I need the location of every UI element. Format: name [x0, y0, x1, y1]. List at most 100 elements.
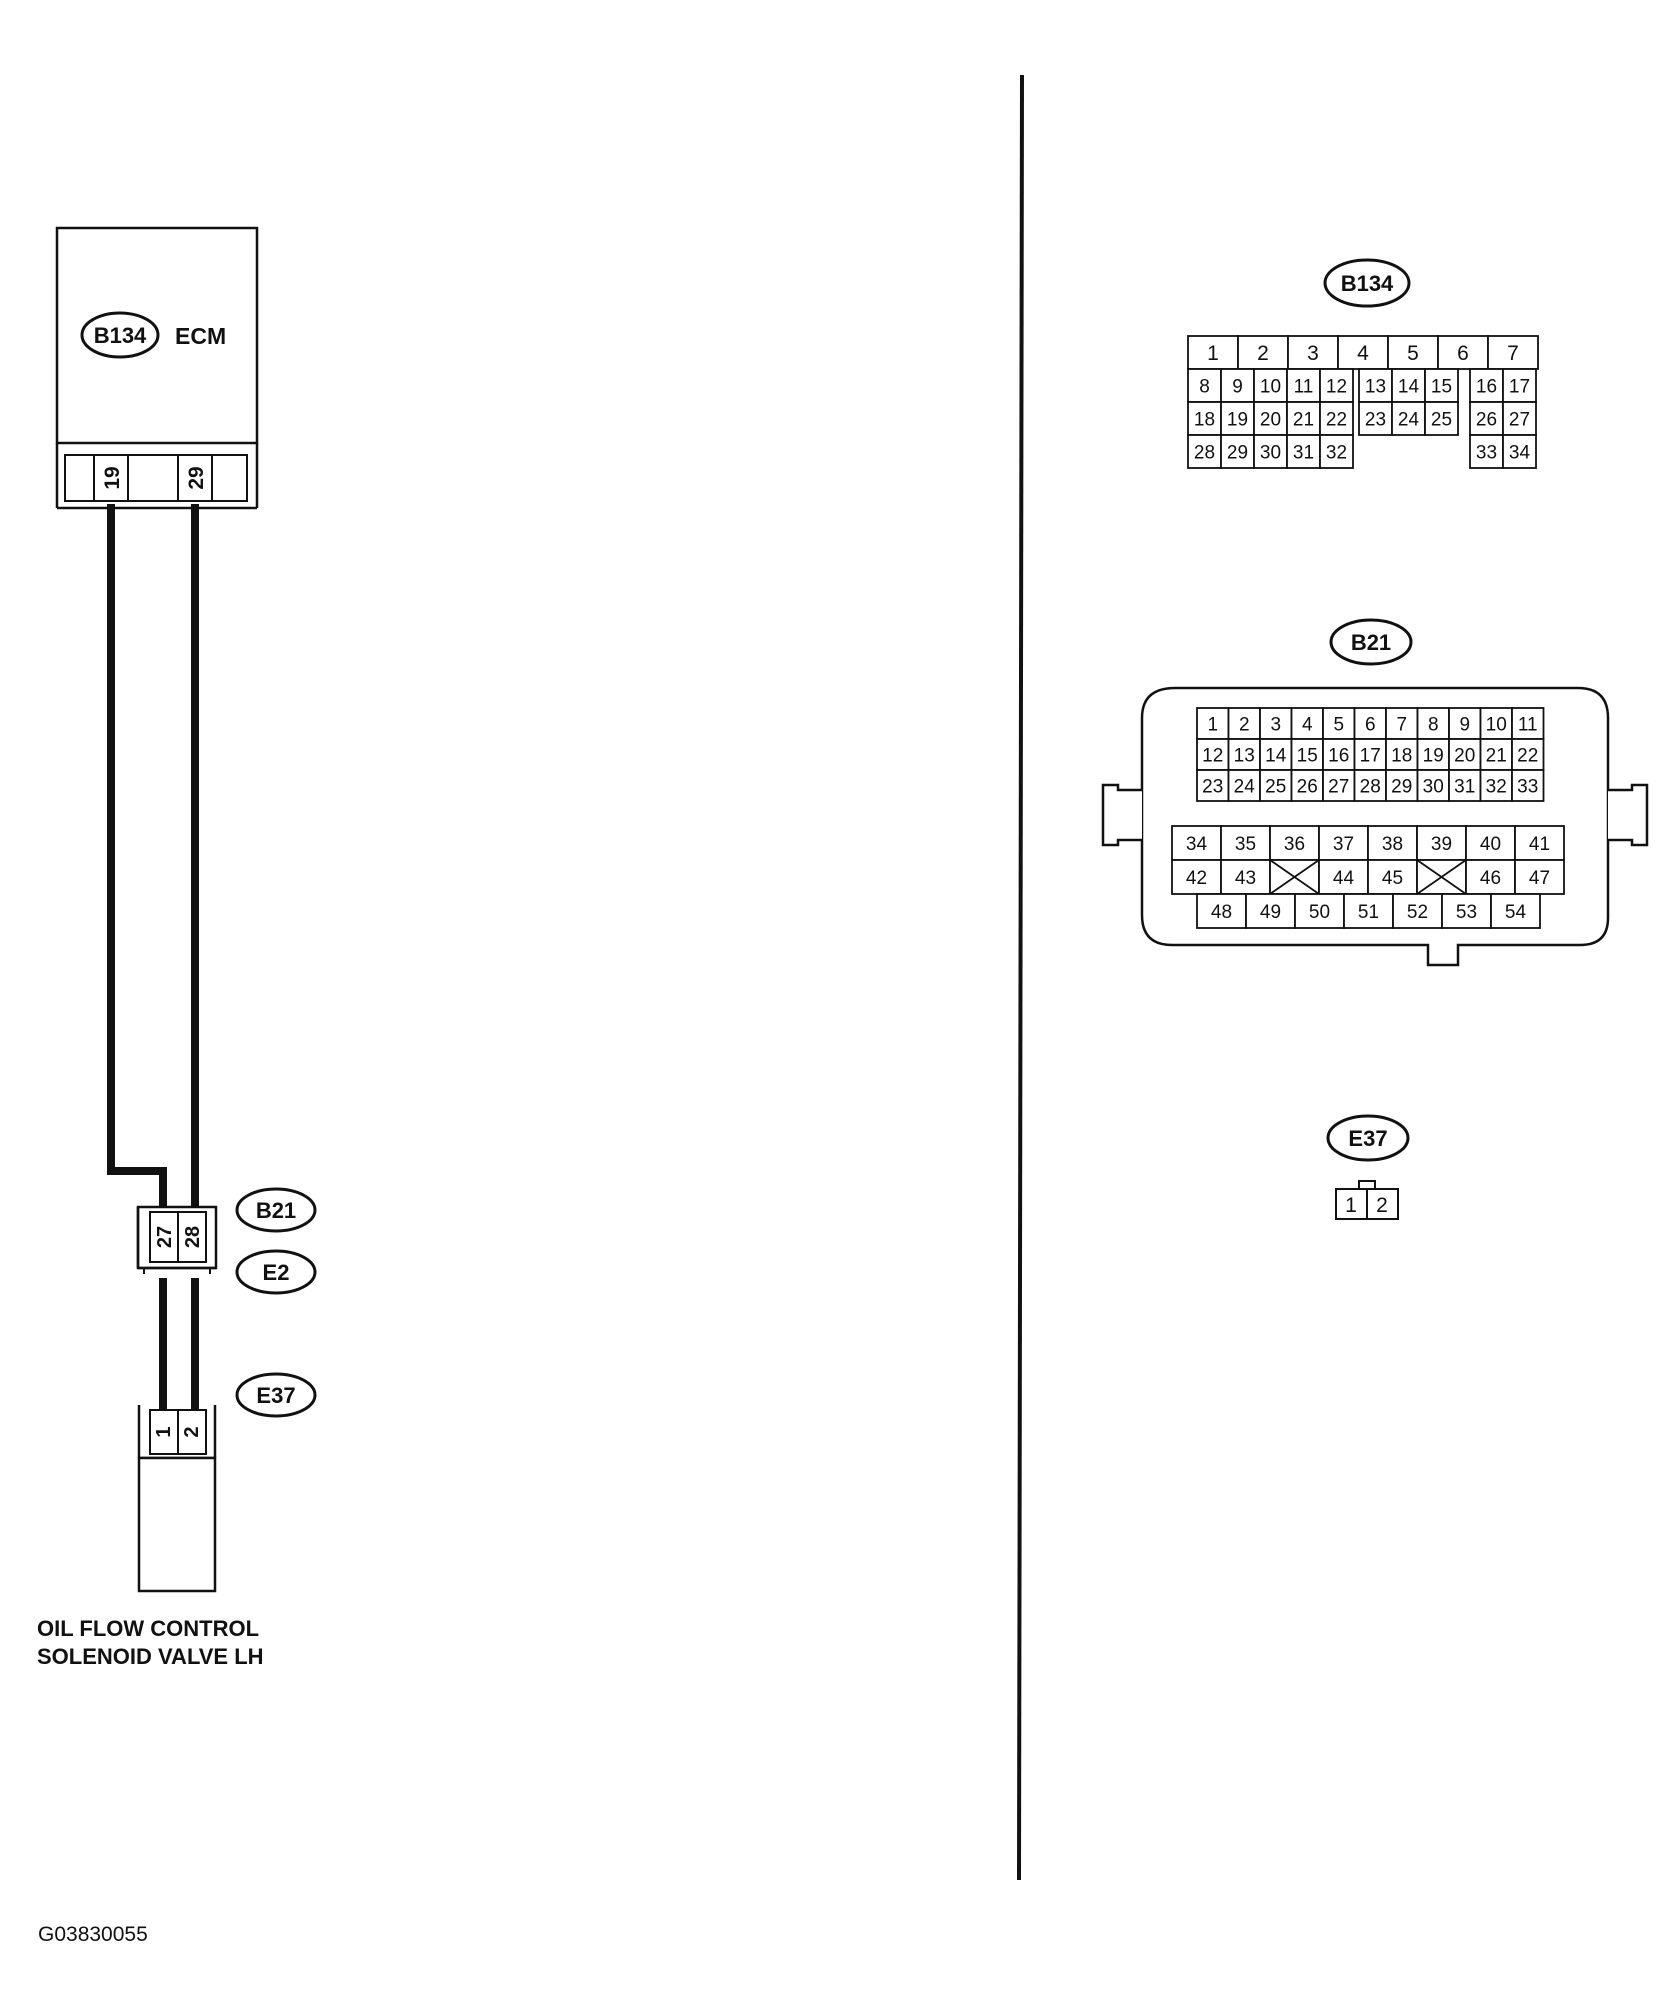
b21-pin-6-cell	[1353, 707, 1387, 740]
b134-pin-23: 23	[1365, 409, 1386, 430]
b21-pin-3-cell	[1259, 707, 1293, 740]
b21-pin-16: 16	[1328, 745, 1349, 766]
b21-pin-23: 23	[1202, 776, 1223, 797]
ecm-connector-tag: B134	[94, 323, 147, 348]
b21-pin-39: 39	[1431, 834, 1452, 855]
e37-pin-1: 1	[1345, 1194, 1357, 1217]
b134-pin-7: 7	[1507, 342, 1519, 365]
solenoid-label-line2: SOLENOID VALVE LH	[37, 1644, 264, 1669]
e37-pin-2: 2	[1376, 1194, 1388, 1217]
b21-pin-30-cell	[1416, 769, 1450, 802]
b21-pin-10: 10	[1486, 714, 1507, 735]
b21-pin-54: 54	[1505, 902, 1527, 923]
b134-pin-5-cell	[1387, 335, 1439, 370]
b21-pin-4: 4	[1302, 714, 1313, 735]
b134-pin-18: 18	[1194, 409, 1215, 430]
b21-pin-22: 22	[1517, 745, 1538, 766]
b21-pin-53: 53	[1456, 902, 1477, 923]
b21-pin-12-cell	[1196, 738, 1230, 771]
junction-tag-b21-oval	[235, 1187, 317, 1233]
b21-pin-27: 27	[1328, 776, 1349, 797]
solenoid-tag-oval	[235, 1372, 317, 1418]
b21-pin-51: 51	[1358, 902, 1379, 923]
b21-pin-3: 3	[1270, 714, 1281, 735]
b21-pin-49: 49	[1260, 902, 1281, 923]
junction-pin-28: 28	[182, 1226, 204, 1248]
b21-pin-26: 26	[1297, 776, 1318, 797]
b21-pin-7-cell	[1385, 707, 1419, 740]
b134-pin-29-cell	[1220, 434, 1255, 469]
b134-pin-11: 11	[1294, 376, 1314, 397]
b134-pin-7-cell	[1487, 335, 1539, 370]
b21-pin-7: 7	[1396, 714, 1407, 735]
b134-pin-29: 29	[1227, 442, 1248, 463]
solenoid-body	[137, 1456, 217, 1593]
b134-pin-5: 5	[1407, 342, 1419, 365]
b21-pin-41-cell	[1514, 825, 1565, 861]
b21-pin-40: 40	[1480, 834, 1501, 855]
b21-pin-27-cell	[1322, 769, 1356, 802]
b21-pin-20: 20	[1454, 745, 1475, 766]
b134-pin-30: 30	[1260, 442, 1281, 463]
panel-divider	[1017, 74, 1024, 1881]
solenoid-pin-1: 1	[153, 1426, 175, 1437]
b21-pin-19: 19	[1423, 745, 1444, 766]
b21-pin-47: 47	[1529, 868, 1550, 889]
b21-pin-51-cell	[1343, 893, 1394, 929]
b21-pin-5-cell	[1322, 707, 1356, 740]
b21-pin-18: 18	[1391, 745, 1412, 766]
solenoid-valve: 1 2 E37 OIL FLOW CONTROL SOLENOID VALVE …	[37, 1372, 317, 1669]
b134-tag-oval	[1323, 258, 1411, 308]
b21-unused-pin-unused-mark	[1269, 859, 1320, 895]
b21-pin-29-cell	[1385, 769, 1419, 802]
b134-pin-21: 21	[1293, 409, 1314, 430]
ecm-pin-29: 29	[185, 466, 208, 489]
b134-pin-23-cell	[1358, 401, 1393, 436]
b134-pin-32: 32	[1326, 442, 1347, 463]
b21-pin-14-cell	[1259, 738, 1293, 771]
solenoid-label-line1: OIL FLOW CONTROL	[37, 1616, 259, 1641]
b134-pin-10: 10	[1260, 376, 1281, 397]
ecm-name: ECM	[175, 323, 226, 349]
b134-pin-31: 31	[1293, 442, 1314, 463]
b21-pin-42-cell	[1171, 859, 1222, 895]
b134-pin-27: 27	[1509, 409, 1530, 430]
junction-tag-e2: E2	[263, 1260, 290, 1285]
b21-pin-36: 36	[1284, 834, 1305, 855]
b134-pin-2: 2	[1257, 342, 1269, 365]
e37-connector-view: E37 1 2	[1326, 1114, 1410, 1220]
b21-pin-30: 30	[1423, 776, 1444, 797]
b21-pin-37: 37	[1333, 834, 1354, 855]
b21-pin-44: 44	[1333, 868, 1355, 889]
b21-pin-12: 12	[1202, 745, 1223, 766]
b21-pin-31-cell	[1448, 769, 1482, 802]
b21-pin-50: 50	[1309, 902, 1330, 923]
b134-pin-34-cell	[1502, 434, 1537, 469]
b21-pin-8: 8	[1428, 714, 1439, 735]
b134-pin-12: 12	[1326, 376, 1347, 397]
b21-pin-41: 41	[1529, 834, 1550, 855]
e37-tag-oval	[1326, 1114, 1410, 1162]
b21-pin-38: 38	[1382, 834, 1403, 855]
b134-pin-30-cell	[1253, 434, 1288, 469]
ecm-connector-tag-oval	[80, 311, 160, 359]
b21-pin-46: 46	[1480, 868, 1501, 889]
b21-pin-54-cell	[1490, 893, 1541, 929]
b21-pin-25: 25	[1265, 776, 1286, 797]
b134-pin-9: 9	[1232, 376, 1243, 397]
b134-pin-21-cell	[1286, 401, 1321, 436]
b134-pin-13: 13	[1365, 376, 1386, 397]
b21-pin-42: 42	[1186, 868, 1207, 889]
solenoid-pin-2: 2	[181, 1426, 203, 1437]
b134-pin-17: 17	[1509, 376, 1530, 397]
b134-pin-14: 14	[1398, 376, 1420, 397]
b21-pin-48-cell	[1196, 893, 1247, 929]
ecm-connector	[64, 454, 248, 502]
junction-tag-b21: B21	[256, 1198, 296, 1223]
b21-latch-right	[1608, 783, 1649, 847]
b21-tag: B21	[1351, 630, 1391, 655]
